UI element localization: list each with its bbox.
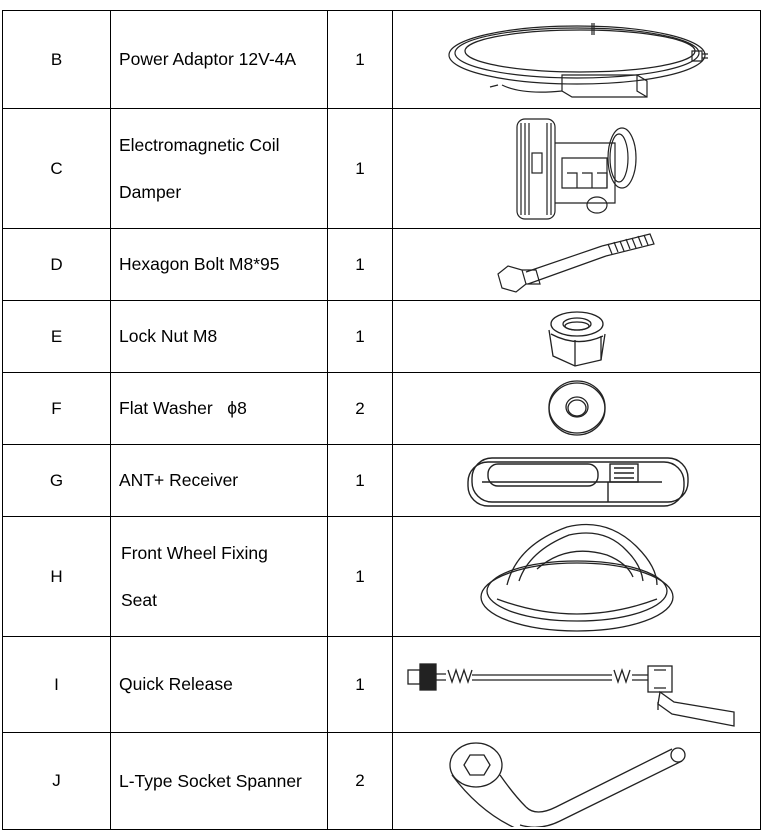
part-letter: D	[3, 229, 111, 300]
part-letter: E	[3, 301, 111, 372]
part-name: L-Type Socket Spanner	[111, 733, 328, 829]
part-quantity: 1	[328, 109, 393, 228]
lock-nut-icon	[393, 301, 760, 372]
part-name: Front Wheel Fixing Seat	[111, 517, 328, 636]
part-name: Flat Washer ϕ8	[111, 373, 328, 444]
part-name-line1: Front Wheel Fixing	[121, 542, 268, 563]
row-divider	[2, 516, 761, 517]
hexagon-bolt-icon	[393, 229, 760, 300]
table-row: J L-Type Socket Spanner 2	[2, 733, 761, 829]
row-divider	[2, 636, 761, 637]
part-quantity: 1	[328, 637, 393, 732]
row-divider	[2, 372, 761, 373]
part-name: ANT+ Receiver	[111, 445, 328, 516]
table-row: E Lock Nut M8 1	[2, 301, 761, 372]
part-letter: I	[3, 637, 111, 732]
table-row: F Flat Washer ϕ8 2	[2, 373, 761, 444]
row-divider	[2, 228, 761, 229]
part-quantity: 1	[328, 229, 393, 300]
part-name: Power Adaptor 12V-4A	[111, 11, 328, 108]
ant-receiver-icon	[393, 445, 760, 516]
table-border-bottom	[2, 829, 761, 830]
part-quantity: 2	[328, 373, 393, 444]
row-divider	[2, 732, 761, 733]
table-row: I Quick Release 1	[2, 637, 761, 732]
part-letter: B	[3, 11, 111, 108]
row-divider	[2, 300, 761, 301]
part-name: Lock Nut M8	[111, 301, 328, 372]
power-adaptor-icon	[393, 11, 760, 108]
quick-release-icon	[393, 637, 760, 732]
table-row: H Front Wheel Fixing Seat 1	[2, 517, 761, 636]
part-quantity: 1	[328, 11, 393, 108]
part-name: Electromagnetic Coil Damper	[111, 109, 328, 228]
part-quantity: 1	[328, 445, 393, 516]
part-name: Hexagon Bolt M8*95	[111, 229, 328, 300]
part-letter: F	[3, 373, 111, 444]
table-row: D Hexagon Bolt M8*95 1	[2, 229, 761, 300]
part-letter: H	[3, 517, 111, 636]
part-quantity: 2	[328, 733, 393, 829]
table-border-top	[2, 10, 761, 11]
flat-washer-icon	[393, 373, 760, 444]
part-letter: G	[3, 445, 111, 516]
part-name-line2: Damper	[119, 181, 182, 202]
row-divider	[2, 108, 761, 109]
table-row: G ANT+ Receiver 1	[2, 445, 761, 516]
part-letter: C	[3, 109, 111, 228]
socket-spanner-icon	[393, 733, 760, 829]
table-row: C Electromagnetic Coil Damper 1	[2, 109, 761, 228]
row-divider	[2, 444, 761, 445]
coil-damper-icon	[393, 109, 760, 228]
table-row: B Power Adaptor 12V-4A 1	[2, 11, 761, 108]
part-name-line2: Seat	[121, 589, 157, 610]
part-name-line1: Electromagnetic Coil	[119, 134, 280, 155]
part-name: Quick Release	[111, 637, 328, 732]
part-quantity: 1	[328, 517, 393, 636]
front-wheel-seat-icon	[393, 517, 760, 636]
part-quantity: 1	[328, 301, 393, 372]
part-letter: J	[3, 733, 111, 829]
